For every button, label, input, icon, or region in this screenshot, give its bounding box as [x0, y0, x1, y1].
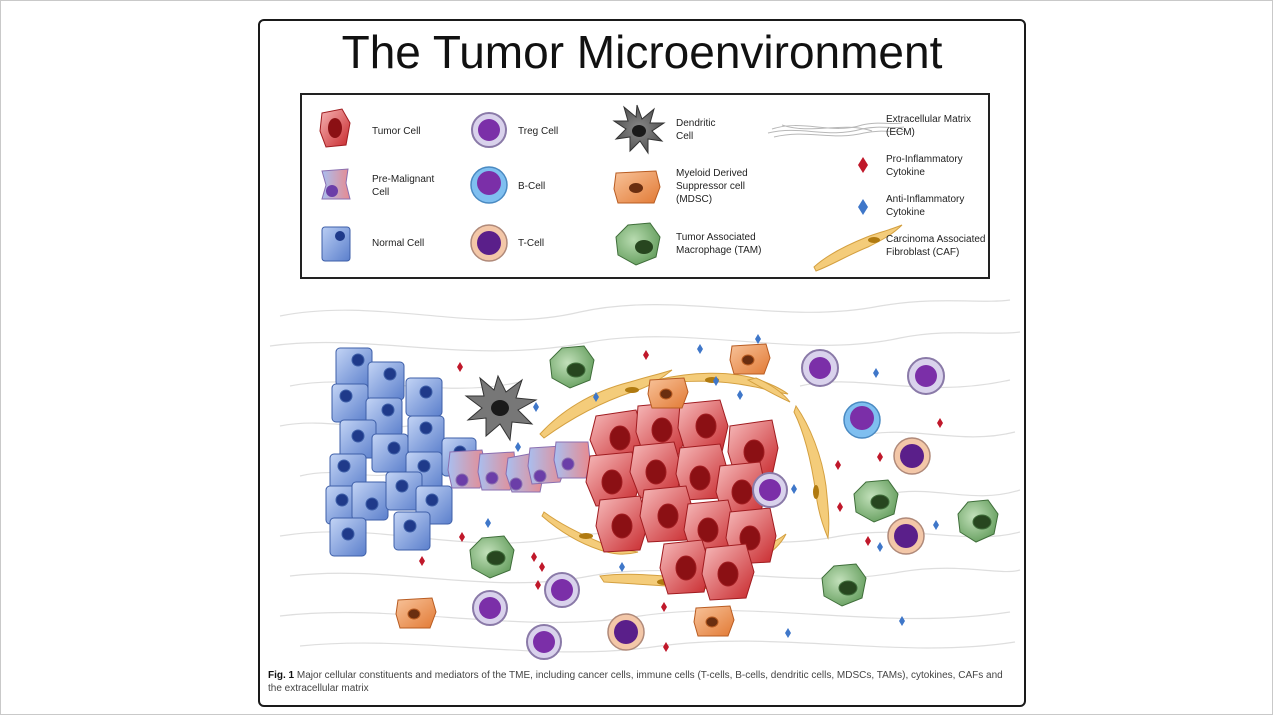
mdsc-icon [613, 170, 661, 204]
tam-icon [615, 222, 661, 266]
tumor-cluster [585, 399, 779, 601]
ecm-icon [767, 122, 907, 138]
figure-caption-text: Major cellular constituents and mediator… [268, 670, 1003, 694]
dendritic-cell-icon [612, 104, 666, 155]
legend-label-tumor-cell: Tumor Cell [372, 126, 421, 137]
treg-cells [472, 349, 945, 660]
legend-label-tam: Tumor Associated Macrophage (TAM) [676, 232, 762, 256]
normal-cell-icon [321, 226, 351, 262]
b-cell-icon [470, 166, 508, 204]
tam-cells [469, 345, 999, 607]
tumor-cell-icon [319, 108, 351, 148]
legend: Tumor Cell Pre-Malignant Cell Normal Cel… [300, 93, 990, 279]
legend-label-b-cell: B-Cell [518, 181, 546, 192]
pre-malignant-cell-icon [321, 168, 351, 200]
anti-inflammatory-cytokines [485, 334, 939, 638]
slide: The Tumor Microenvironment [258, 19, 1026, 707]
legend-label-ecm: Extracellular Matrix (ECM) [886, 114, 972, 138]
legend-label-pre-malignant: Pre-Malignant Cell [372, 174, 435, 198]
figure-caption: Fig. 1 Major cellular constituents and m… [268, 669, 1016, 695]
treg-cell-icon [471, 112, 507, 148]
pro-inflammatory-cytokines [419, 350, 943, 652]
dendritic-cell [464, 374, 538, 442]
normal-cell-cluster [325, 347, 477, 557]
pre-malignant-cells [447, 441, 591, 493]
slide-title: The Tumor Microenvironment [341, 26, 943, 78]
legend-icons [319, 104, 907, 272]
legend-label-treg: Treg Cell [518, 126, 559, 137]
pro-inflammatory-cytokine-icon [858, 157, 868, 173]
caf-icon [813, 224, 903, 272]
t-cells [607, 437, 931, 651]
legend-label-dendritic: Dendritic Cell [676, 118, 716, 142]
tme-illustration [269, 299, 1021, 660]
figure-label: Fig. 1 [268, 670, 295, 681]
legend-label-normal-cell: Normal Cell [372, 238, 425, 249]
legend-label-t-cell: T-Cell [518, 238, 545, 249]
b-cells [843, 401, 881, 439]
legend-label-mdsc: Myeloid Derived Suppressor cell (MDSC) [676, 168, 748, 205]
t-cell-icon [470, 224, 508, 262]
mdsc-cells [395, 343, 771, 637]
anti-inflammatory-cytokine-icon [858, 199, 868, 215]
legend-label-caf: Carcinoma Associated Fibroblast (CAF) [886, 234, 986, 258]
legend-label-anti-cytokine: Anti-Inflammatory Cytokine [886, 194, 965, 218]
legend-label-pro-cytokine: Pro-Inflammatory Cytokine [886, 154, 963, 178]
